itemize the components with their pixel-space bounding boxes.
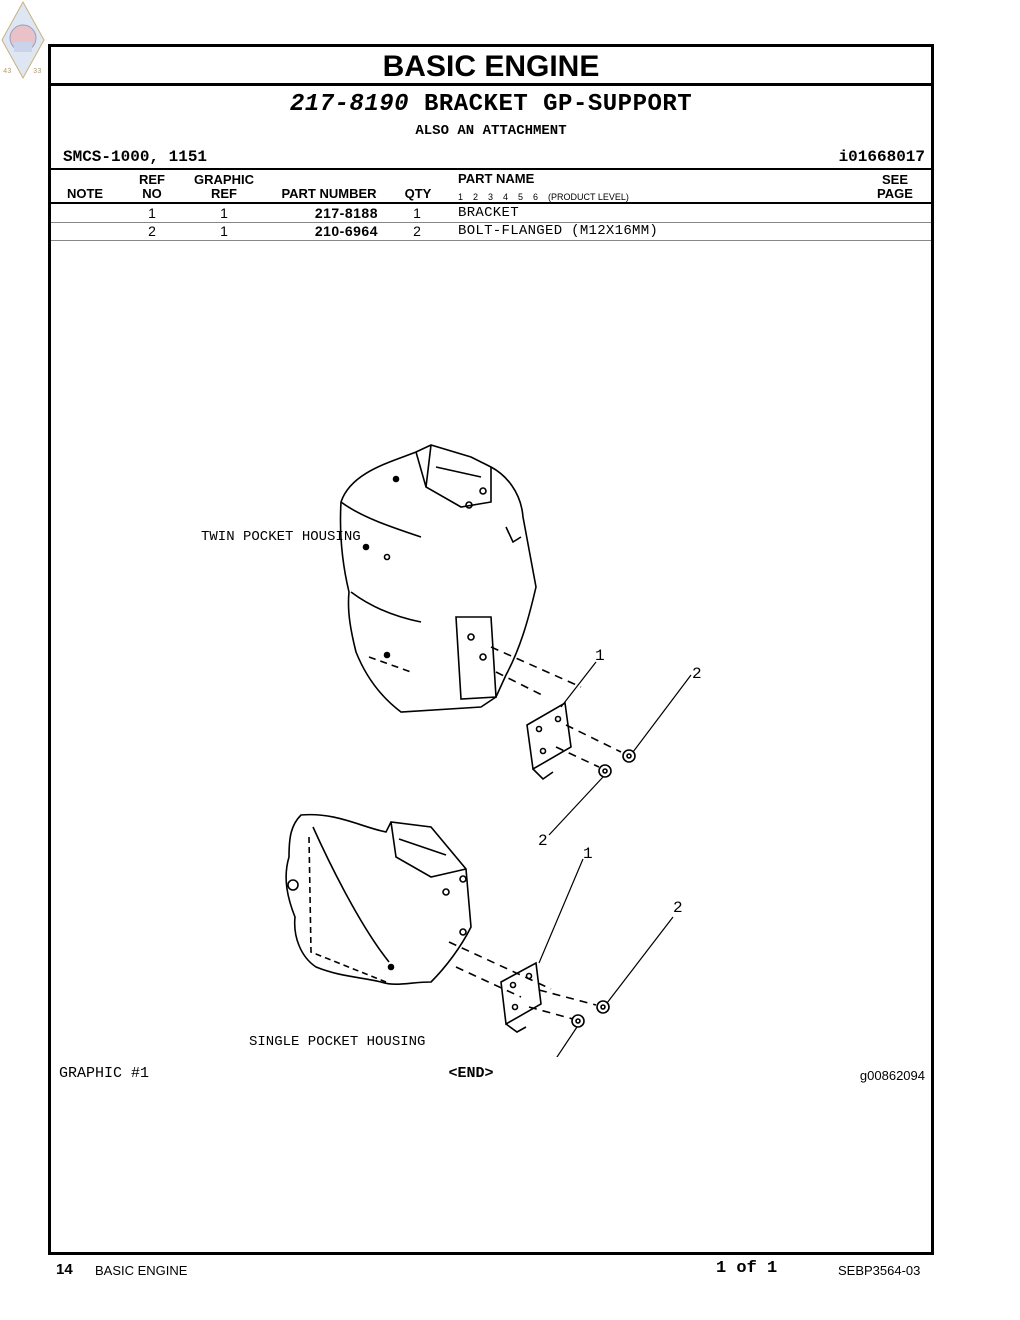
header-product-level: 1 2 3 4 5 6 (PRODUCT LEVEL) (458, 192, 629, 202)
graphic-caption: GRAPHIC #1 (59, 1065, 150, 1082)
header-see-page-line1: SEE (881, 172, 908, 187)
upper-bracket-drawing (490, 646, 636, 781)
page-footer: 14 BASIC ENGINE 1 of 1 SEBP3564-03 (0, 1255, 1020, 1285)
group-subtitle: ALSO AN ATTACHMENT (415, 123, 567, 139)
exploded-view-graphic: TWIN POCKET HOUSING SINGLE POCKET HOUSIN… (201, 444, 702, 1057)
group-part-number: 217-8190 (289, 91, 410, 118)
row-graphic-ref: 1 (220, 223, 228, 239)
header-see-page-line2: PAGE (877, 186, 913, 201)
footer-section: BASIC ENGINE (95, 1263, 188, 1278)
header-graphic-ref-line2: REF (211, 186, 237, 201)
group-title: 217-8190 BRACKET GP-SUPPORT (51, 91, 931, 118)
document-number: SEBP3564-03 (838, 1263, 921, 1278)
row-divider (51, 222, 931, 223)
header-ref-no-line2: NO (142, 186, 162, 201)
row-part-name: BRACKET (458, 205, 519, 221)
row-part-number: 210-6964 (314, 223, 378, 239)
callout-1: 1 (583, 845, 593, 863)
row-ref-no: 1 (148, 205, 156, 221)
header-graphic-ref-line1: GRAPHIC (194, 172, 254, 187)
table-row: 1 1 217-8188 1 BRACKET (51, 204, 931, 222)
logo-number-right: 33 (33, 68, 41, 76)
callout-1: 1 (595, 647, 605, 665)
table-row: 2 1 210-6964 2 BOLT-FLANGED (M12X16MM) (51, 222, 931, 240)
end-marker: <END> (448, 1065, 494, 1082)
row-graphic-ref: 1 (220, 205, 228, 221)
single-pocket-housing-drawing (285, 813, 472, 985)
row-ref-no: 2 (148, 223, 156, 239)
row-divider (51, 240, 931, 241)
section-title: BASIC ENGINE (51, 47, 931, 86)
page-of-count: 1 of 1 (716, 1259, 778, 1278)
label-twin-pocket-housing: TWIN POCKET HOUSING (201, 529, 361, 545)
header-top-rule (51, 168, 931, 170)
callout-2: 2 (692, 665, 702, 683)
publisher-logo: 43 33 (1, 0, 45, 80)
logo-number-left: 43 (3, 68, 11, 76)
row-part-name: BOLT-FLANGED (M12X16MM) (458, 223, 659, 239)
twin-pocket-housing-drawing (339, 444, 537, 713)
callout-2: 2 (673, 899, 683, 917)
header-ref-no-line1: REF (139, 172, 165, 187)
header-bottom-rule (51, 202, 931, 204)
header-qty: QTY (404, 186, 432, 201)
label-single-pocket-housing: SINGLE POCKET HOUSING (249, 1034, 425, 1050)
header-note: NOTE (66, 186, 104, 201)
smcs-code: SMCS-1000, 1151 (63, 148, 208, 166)
row-part-number: 217-8188 (314, 205, 378, 221)
lower-bracket-drawing (448, 941, 610, 1033)
illustration-id: i01668017 (838, 148, 925, 166)
parts-page-frame: BASIC ENGINE 217-8190 BRACKET GP-SUPPORT… (48, 44, 934, 1255)
header-part-number: PART NUMBER (281, 186, 377, 201)
graphic-code: g00862094 (859, 1068, 925, 1083)
row-qty: 2 (413, 223, 421, 239)
group-name: BRACKET GP-SUPPORT (423, 91, 693, 118)
callout-2: 2 (538, 832, 548, 850)
row-qty: 1 (413, 205, 421, 221)
callout-leaders (538, 661, 692, 1057)
header-part-name: PART NAME (458, 171, 535, 186)
page-number: 14 (56, 1261, 73, 1278)
